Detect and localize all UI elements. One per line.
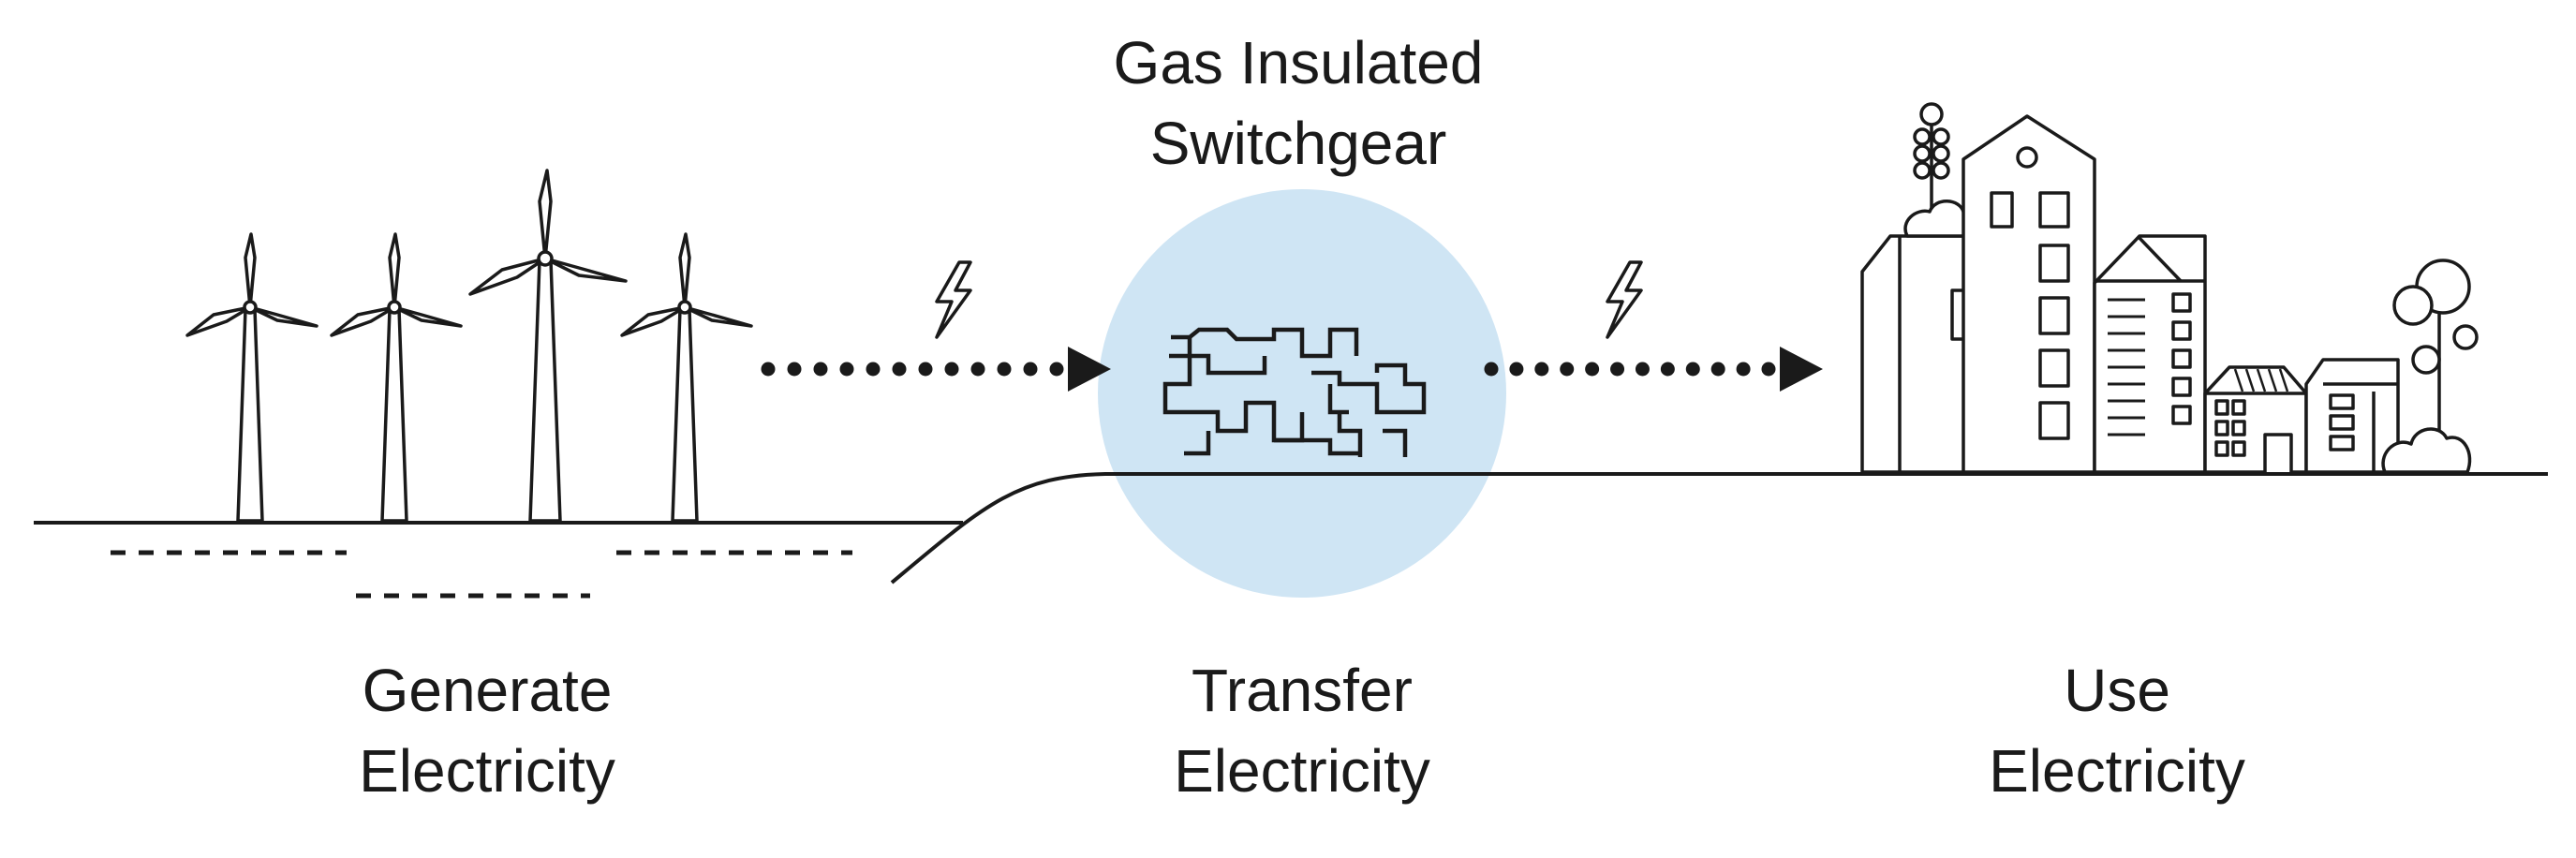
switchgear-highlight-circle [1098,189,1506,598]
generate-caption-line2: Electricity [359,737,615,805]
transfer-caption-line2: Electricity [1174,737,1430,805]
arrow-dot [1049,362,1064,377]
arrow-dot [1761,362,1776,377]
arrow-dot [1710,362,1725,377]
lightning-bolt-icon [1606,260,1643,339]
tree-icon [2392,259,2479,431]
city-buildings-icon [1860,102,2479,474]
arrow-dot [918,362,933,377]
wind-turbine-icon [468,169,628,523]
ground-line [34,472,2548,584]
arrow-dot [1509,362,1524,377]
arrow-dot [970,362,985,377]
arrow-dot [1660,362,1675,377]
arrow-right-icon [761,347,1111,392]
transfer-caption-line1: Transfer [1192,657,1413,724]
arrow-dot [787,362,802,377]
arrow-dot [1484,362,1499,377]
arrow-dot [1585,362,1600,377]
wind-turbines [185,169,753,523]
transfer-caption: Transfer Electricity [1021,650,1583,811]
arrow-right-icon [1484,347,1823,392]
water-dashes [111,550,852,599]
arrow-dot [1736,362,1751,377]
arrow-dot [1023,362,1038,377]
generate-caption: Generate Electricity [206,650,768,811]
use-caption-line1: Use [2064,657,2170,724]
wind-turbine-icon [330,232,463,523]
arrow-dot [866,362,881,377]
switchgear-title: Gas Insulated Switchgear [1017,22,1579,184]
arrow-dot [892,362,907,377]
lightning-bolts [935,260,1643,339]
arrow-dot [1560,362,1575,377]
arrow-dot [997,362,1012,377]
arrow-dot [1635,362,1650,377]
arrow-dot [839,362,854,377]
switchgear-title-line1: Gas Insulated [1113,29,1484,96]
arrow-dot [761,362,776,377]
use-caption: Use Electricity [1836,650,2398,811]
arrow-dot [813,362,828,377]
arrow-dot [1534,362,1549,377]
lightning-bolt-icon [935,260,972,339]
switchgear-title-line2: Switchgear [1149,110,1447,177]
switchgear-icon [1162,327,1427,457]
generate-caption-line1: Generate [362,657,613,724]
tree-icon [1913,102,1950,208]
use-caption-line2: Electricity [1989,737,2245,805]
wind-turbine-icon [185,232,318,523]
arrow-dot [1610,362,1625,377]
arrow-dot [1685,362,1700,377]
wind-turbine-icon [620,232,753,523]
arrow-dot [944,362,959,377]
